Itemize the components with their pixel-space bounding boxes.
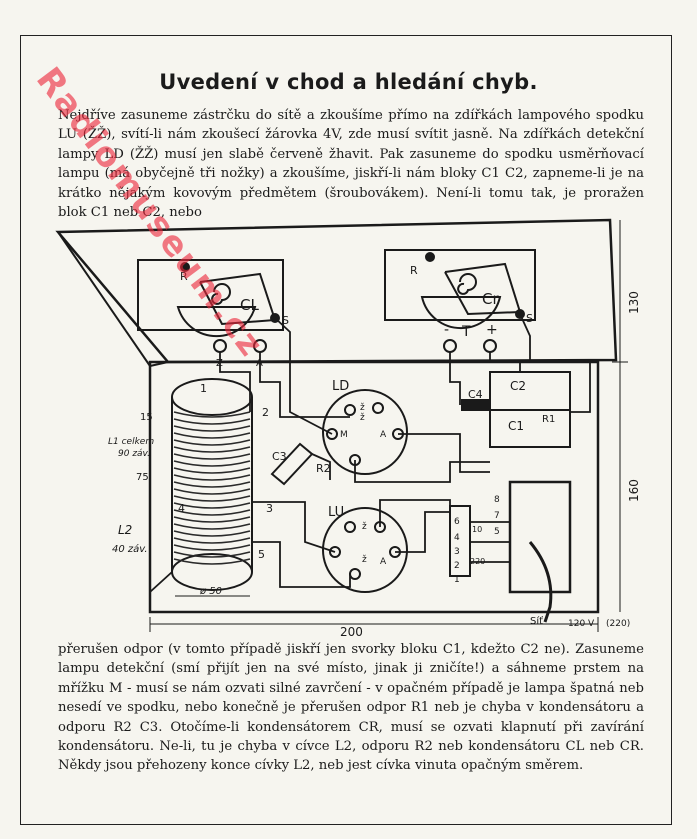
label-c3: C3	[272, 450, 287, 463]
label-t4: 4	[454, 533, 460, 543]
label-t2: 2	[454, 561, 460, 571]
coil-top-ellipse	[171, 378, 253, 416]
label-term-t: T	[461, 324, 471, 340]
label-n75: 75	[136, 472, 149, 483]
label-pin-z1: ž	[360, 403, 365, 413]
label-v220b: (220)	[606, 619, 630, 629]
cap-c4	[461, 399, 491, 411]
label-n15: 15	[140, 412, 153, 423]
label-term-a: A	[256, 358, 263, 369]
label-dim-130: 130	[627, 291, 641, 314]
terminal-strip	[449, 505, 471, 577]
label-term-z: Z	[216, 358, 223, 369]
label-t7: 7	[494, 511, 500, 521]
wiring-diagram: CL Cr R S R S Z A - T + LD LU ž ž M A ž …	[55, 218, 641, 638]
label-t5: 5	[494, 527, 500, 537]
cap-right-dial	[420, 296, 502, 330]
label-coil-l1: L1 celkem	[108, 437, 154, 447]
label-v120: 120 V	[568, 619, 595, 629]
label-cap-right: Cr	[482, 290, 499, 308]
label-coil-pin-3: 3	[266, 502, 273, 515]
label-term-minus: -	[444, 322, 449, 338]
label-coil-pin-1: 1	[200, 382, 207, 395]
label-s-right: S	[526, 312, 533, 325]
paragraph-top: Nejdříve zasuneme zástrčku do sítě a zko…	[58, 108, 644, 221]
label-term-plus: +	[486, 322, 498, 338]
label-t1: 1	[454, 575, 460, 585]
label-s-left: S	[282, 314, 289, 327]
page-title: Uvedení v chod a hledání chyb.	[159, 70, 538, 94]
label-cap-left: CL	[240, 296, 259, 314]
label-dim-200: 200	[340, 625, 363, 638]
label-r-right: R	[410, 264, 418, 277]
cap-left-housing	[137, 259, 284, 331]
label-coil-l2: L2	[118, 523, 132, 537]
label-t6: 6	[454, 517, 460, 527]
lamp-socket-ld	[322, 389, 408, 475]
label-pin-a1: A	[380, 430, 387, 440]
label-coil-pin-5: 5	[258, 548, 265, 561]
label-pin-z3: ž	[362, 522, 367, 532]
label-v10: 10	[472, 525, 482, 534]
label-dim-160: 160	[627, 479, 641, 502]
label-coil-pin-2: 2	[262, 406, 269, 419]
label-r1: R1	[542, 414, 555, 425]
label-dim-50: ø 50	[199, 586, 222, 597]
transformer	[508, 480, 572, 594]
label-r2: R2	[316, 462, 331, 475]
coil-windings	[173, 411, 251, 565]
lamp-socket-lu	[322, 507, 408, 593]
label-lamp-ld: LD	[332, 379, 349, 394]
label-c4: C4	[468, 388, 483, 401]
base-board	[148, 360, 600, 614]
paragraph-bottom: přerušen odpor (v tomto případě jiskří j…	[58, 642, 644, 774]
cap-left-dial	[176, 306, 257, 338]
label-coil-pin-4: 4	[178, 502, 185, 515]
page-frame	[20, 35, 672, 825]
label-coil-l2-turns: 40 záv.	[112, 543, 148, 555]
front-panel	[55, 218, 618, 364]
label-pin-a2: A	[380, 557, 387, 567]
label-t3: 3	[454, 547, 460, 557]
label-pin-z4: ž	[362, 555, 367, 565]
label-r-left: R	[180, 270, 188, 283]
label-lamp-lu: LU	[328, 505, 344, 520]
label-t8: 8	[494, 495, 500, 505]
label-sit: Síť	[530, 615, 543, 627]
label-c2: C2	[510, 379, 526, 393]
cap-right-housing	[384, 249, 536, 321]
coil-bottom-ellipse	[171, 553, 253, 591]
label-coil-l1-turns: 90 záv.	[118, 449, 150, 459]
label-pin-z2: ž	[360, 413, 365, 423]
label-pin-m: M	[340, 430, 348, 440]
label-v220: 220	[470, 557, 485, 566]
label-c1: C1	[508, 419, 524, 433]
